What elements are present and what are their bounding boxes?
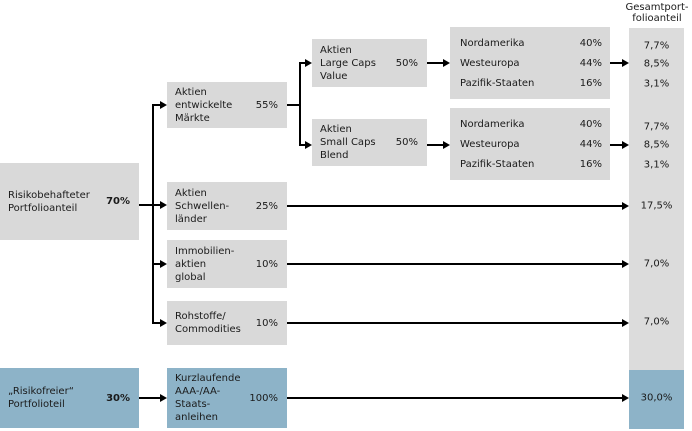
node-bonds: Kurzlaufende AAA-/AA- Staats- anleihen 1… bbox=[167, 368, 287, 428]
node-value: 50% bbox=[395, 57, 418, 69]
node-label: Risikobehafteter Portfolioanteil bbox=[8, 189, 90, 214]
connector-line bbox=[610, 62, 622, 64]
arrowhead-icon bbox=[160, 260, 167, 268]
total-value: 7,7% bbox=[643, 121, 670, 133]
node-label: Aktien entwickelte Märkte bbox=[175, 86, 233, 124]
region-value: 40% bbox=[579, 37, 602, 49]
connector-line bbox=[287, 322, 622, 324]
connector-line bbox=[139, 397, 160, 399]
arrowhead-icon bbox=[622, 202, 629, 210]
node-value: 25% bbox=[255, 200, 278, 212]
total-value: 8,5% bbox=[643, 139, 670, 151]
arrowhead-icon bbox=[160, 201, 167, 209]
region-value: 16% bbox=[579, 77, 602, 89]
connector-line bbox=[153, 263, 160, 265]
node-label: Aktien Small Caps Blend bbox=[320, 124, 376, 161]
connector-line bbox=[610, 144, 622, 146]
region-name: Nordamerika bbox=[460, 118, 525, 130]
arrowhead-icon bbox=[622, 394, 629, 402]
node-equities-developed: Aktien entwickelte Märkte 55% bbox=[167, 82, 287, 128]
region-name: Pazifik-Staaten bbox=[460, 158, 535, 170]
connector-line bbox=[153, 104, 160, 106]
node-equities-emerging: Aktien Schwellen- länder 25% bbox=[167, 182, 287, 230]
region-row: Pazifik-Staaten 16% bbox=[460, 154, 602, 174]
region-value: 44% bbox=[579, 138, 602, 150]
connector-line bbox=[152, 104, 154, 324]
node-value: 55% bbox=[255, 99, 278, 111]
arrowhead-icon bbox=[443, 141, 450, 149]
region-row: Nordamerika 40% bbox=[460, 33, 602, 53]
node-value: 30% bbox=[106, 392, 130, 404]
region-row: Pazifik-Staaten 16% bbox=[460, 73, 602, 93]
region-name: Nordamerika bbox=[460, 37, 525, 49]
region-value: 44% bbox=[579, 57, 602, 69]
total-value: 8,5% bbox=[643, 58, 670, 70]
arrowhead-icon bbox=[160, 101, 167, 109]
node-value: 100% bbox=[249, 392, 278, 404]
region-name: Westeuropa bbox=[460, 57, 520, 69]
node-label: „Risikofreier“ Portfolioteil bbox=[8, 386, 74, 410]
connector-line bbox=[287, 263, 622, 265]
node-label: Aktien Schwellen- länder bbox=[175, 187, 230, 225]
connector-line bbox=[139, 204, 160, 206]
total-column-gray-block bbox=[629, 28, 684, 370]
total-value: 17,5% bbox=[640, 200, 673, 212]
node-label: Aktien Large Caps Value bbox=[320, 44, 376, 82]
total-column-blue-block bbox=[629, 370, 684, 429]
region-name: Westeuropa bbox=[460, 138, 520, 150]
connector-line bbox=[287, 205, 622, 207]
connector-line bbox=[300, 62, 305, 64]
total-value: 7,0% bbox=[643, 258, 670, 270]
node-value: 10% bbox=[255, 317, 278, 329]
arrowhead-icon bbox=[305, 141, 312, 149]
arrowhead-icon bbox=[622, 141, 629, 149]
arrowhead-icon bbox=[622, 260, 629, 268]
node-regions-bottom: Nordamerika 40% Westeuropa 44% Pazifik-S… bbox=[450, 108, 610, 180]
region-row: Westeuropa 44% bbox=[460, 134, 602, 154]
node-commodities: Rohstoffe/ Commodities 10% bbox=[167, 301, 287, 345]
node-label: Immobilien- aktien global bbox=[175, 245, 235, 283]
node-risky-portfolio: Risikobehafteter Portfolioanteil 70% bbox=[0, 163, 139, 240]
total-value: 3,1% bbox=[643, 78, 670, 90]
arrowhead-icon bbox=[160, 394, 167, 402]
connector-line bbox=[287, 104, 300, 106]
connector-line bbox=[427, 144, 443, 146]
arrowhead-icon bbox=[622, 59, 629, 67]
node-label: Kurzlaufende AAA-/AA- Staats- anleihen bbox=[175, 373, 241, 423]
connector-line bbox=[300, 144, 305, 146]
total-value: 30,0% bbox=[640, 392, 673, 404]
connector-line bbox=[153, 322, 160, 324]
arrowhead-icon bbox=[443, 59, 450, 67]
node-value: 50% bbox=[395, 137, 418, 148]
arrowhead-icon bbox=[160, 319, 167, 327]
region-row: Nordamerika 40% bbox=[460, 114, 602, 134]
region-name: Pazifik-Staaten bbox=[460, 77, 535, 89]
region-value: 16% bbox=[579, 158, 602, 170]
node-risk-free-portfolio: „Risikofreier“ Portfolioteil 30% bbox=[0, 368, 139, 428]
total-value: 7,7% bbox=[643, 40, 670, 52]
arrowhead-icon bbox=[622, 319, 629, 327]
total-value: 7,0% bbox=[643, 316, 670, 328]
node-small-caps: Aktien Small Caps Blend 50% bbox=[312, 119, 427, 166]
connector-line bbox=[427, 62, 443, 64]
region-row: Westeuropa 44% bbox=[460, 53, 602, 73]
total-value: 3,1% bbox=[643, 159, 670, 171]
arrowhead-icon bbox=[305, 59, 312, 67]
connector-line bbox=[287, 397, 622, 399]
total-column-header: Gesamtport- folioanteil bbox=[625, 2, 689, 24]
node-value: 70% bbox=[106, 196, 130, 207]
node-large-caps: Aktien Large Caps Value 50% bbox=[312, 39, 427, 87]
node-value: 10% bbox=[255, 258, 278, 270]
node-regions-top: Nordamerika 40% Westeuropa 44% Pazifik-S… bbox=[450, 27, 610, 99]
node-label: Rohstoffe/ Commodities bbox=[175, 311, 241, 335]
connector-line bbox=[299, 62, 301, 146]
region-value: 40% bbox=[579, 118, 602, 130]
node-real-estate: Immobilien- aktien global 10% bbox=[167, 240, 287, 288]
